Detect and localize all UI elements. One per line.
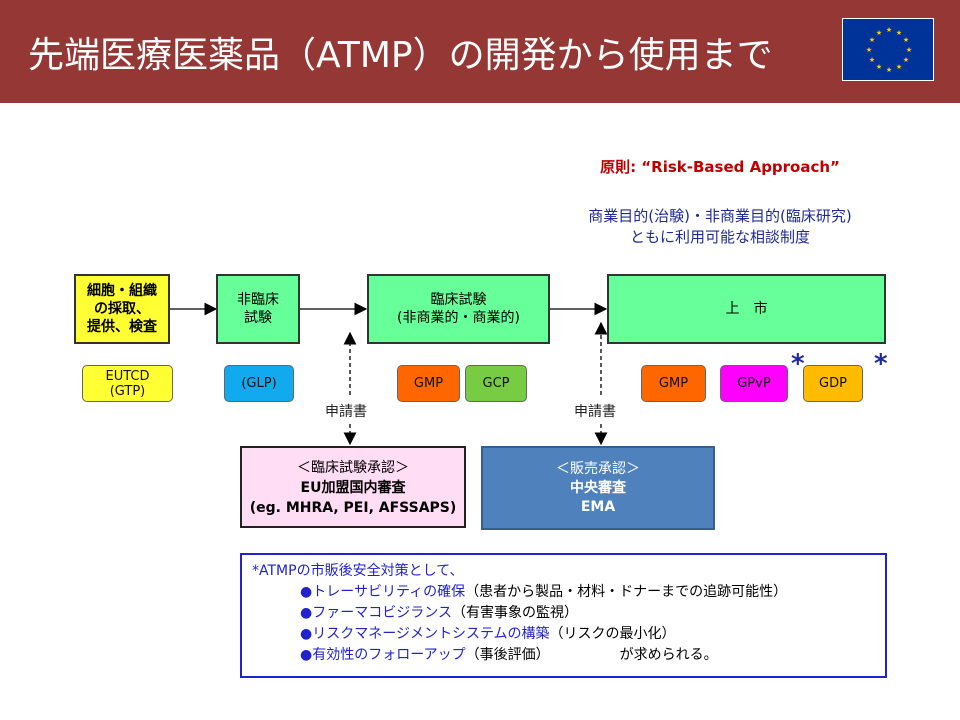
note-item: ●リスクマネージメントシステムの構築（リスクの最小化） [252, 624, 875, 645]
note-item-desc: （患者から製品・材料・ドナーまでの追跡可能性） [465, 584, 788, 600]
eutcd-line-1: EUTCD [105, 368, 150, 384]
note-item-term: トレーサビリティの確保 [312, 584, 466, 600]
slide-header [0, 0, 960, 103]
application-label-market: 申請書 [574, 404, 616, 420]
bullet-icon: ● [300, 584, 313, 600]
gpvp-asterisk: * [791, 349, 805, 379]
stage-market-launch: 上 市 [607, 274, 886, 344]
stage-nonclinical-line-1: 非臨床 [237, 292, 279, 308]
note-tail: が求められる。 [619, 647, 718, 663]
gdp-badge: GDP [803, 365, 863, 402]
note-item-desc: （有害事象の監視） [451, 605, 578, 621]
policy-line-2: ともに利用可能な相談制度 [629, 228, 810, 246]
gpvp-badge: GPvP [720, 365, 788, 402]
note-item: ●トレーサビリティの確保（患者から製品・材料・ドナーまでの追跡可能性） [252, 582, 875, 603]
stage-cells-line-3: 提供、検査 [87, 319, 157, 335]
consultation-policy: 商業目的(治験)・非商業目的(臨床研究) ともに利用可能な相談制度 [530, 206, 910, 248]
bullet-icon: ● [300, 605, 313, 621]
policy-line-1: 商業目的(治験)・非商業目的(臨床研究) [588, 207, 852, 225]
gmp-market-badge: GMP [641, 365, 706, 402]
stage-cells-line-1: 細胞・組織 [87, 283, 157, 299]
glp-badge: (GLP) [224, 365, 294, 402]
stage-clinical-line-2: (非商業的・商業的) [397, 310, 520, 326]
note-item-desc: （事後評価） [465, 647, 550, 663]
note-item-term: リスクマネージメントシステムの構築 [312, 626, 550, 642]
slide-title: 先端医療医薬品（ATMP）の開発から使用まで [28, 35, 773, 76]
eutcd-line-2: (GTP) [109, 383, 146, 399]
stage-cells-tissue: 細胞・組織 の採取、 提供、検査 [74, 274, 170, 344]
note-item: ●有効性のフォローアップ（事後評価） が求められる。 [252, 645, 875, 666]
eutcd-badge: EUTCD (GTP) [82, 365, 173, 402]
clinical-trial-approval-box: ＜臨床試験承認＞ EU加盟国内審査 (eg. MHRA, PEI, AFSSAP… [240, 446, 466, 528]
bullet-icon: ● [300, 626, 313, 642]
stage-nonclinical: 非臨床 試験 [216, 274, 300, 344]
note-item-term: 有効性のフォローアップ [312, 647, 466, 663]
principle-text: 原則: “Risk-Based Approach” [600, 158, 840, 176]
marketing-approval-line-3: EMA [580, 499, 616, 515]
marketing-approval-line-2: 中央審査 [570, 480, 626, 496]
marketing-approval-line-1: ＜販売承認＞ [556, 461, 640, 477]
note-item-desc: （リスクの最小化） [549, 626, 676, 642]
note-intro: *ATMPの市販後安全対策として、 [252, 563, 464, 579]
clinical-approval-line-2: EU加盟国内審査 [300, 480, 406, 496]
marketing-approval-box: ＜販売承認＞ 中央審査 EMA [481, 446, 715, 530]
post-marketing-safety-note: *ATMPの市販後安全対策として、 ●トレーサビリティの確保（患者から製品・材料… [240, 553, 887, 678]
application-label-clinical: 申請書 [325, 404, 367, 420]
bullet-icon: ● [300, 647, 313, 663]
stage-clinical-trial: 臨床試験 (非商業的・商業的) [367, 274, 550, 344]
eu-flag-icon: ★ ★ ★ ★ ★ ★ ★ ★ ★ ★ ★ ★ [842, 18, 934, 81]
stage-cells-line-2: の採取、 [94, 301, 150, 317]
clinical-approval-line-1: ＜臨床試験承認＞ [297, 460, 409, 476]
note-item-term: ファーマコビジランス [312, 605, 452, 621]
stage-clinical-line-1: 臨床試験 [430, 292, 487, 308]
note-item: ●ファーマコビジランス（有害事象の監視） [252, 603, 875, 624]
stage-market-label: 上 市 [725, 301, 768, 317]
gmp-clinical-badge: GMP [397, 365, 460, 402]
stage-nonclinical-line-2: 試験 [244, 310, 272, 326]
gdp-asterisk: * [874, 349, 888, 379]
gcp-badge: GCP [465, 365, 527, 402]
clinical-approval-line-3: (eg. MHRA, PEI, AFSSAPS) [249, 500, 457, 516]
